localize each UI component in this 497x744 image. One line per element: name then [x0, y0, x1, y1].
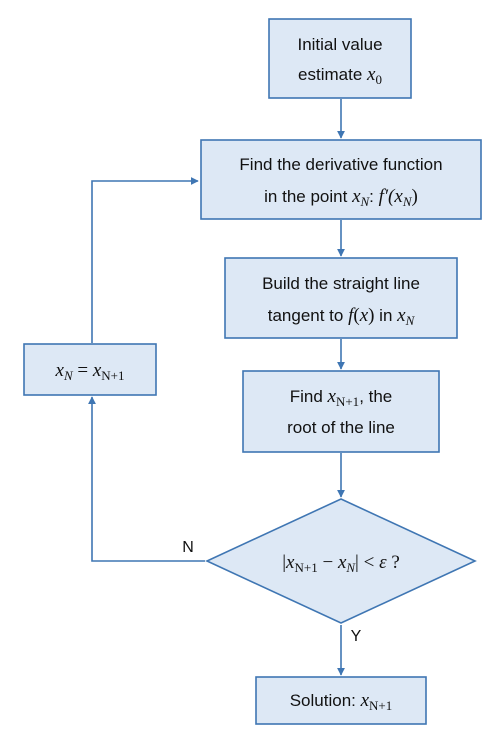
edge-label-no: N: [182, 539, 194, 556]
tangent-line2: tangent to f(x) in xN: [268, 305, 416, 328]
initial-line1: Initial value: [297, 35, 382, 54]
node-derivative: Find the derivative function in the poin…: [200, 139, 482, 220]
solution-text: Solution: xN+1: [290, 690, 393, 713]
node-convergence-check: |xN+1 − xN| < ε ?: [205, 498, 477, 624]
node-initial-estimate: Initial value estimate x0: [268, 18, 412, 99]
node-update: xN = xN+1: [23, 343, 157, 396]
initial-line2: estimate x0: [298, 64, 382, 87]
edge-label-yes: Y: [351, 628, 362, 645]
root-line2: root of the line: [287, 418, 395, 437]
update-expression: xN = xN+1: [55, 360, 125, 383]
derivative-line1: Find the derivative function: [239, 155, 442, 174]
node-solution: Solution: xN+1: [255, 676, 427, 725]
edge-check-to-update: [88, 396, 205, 562]
tangent-line1: Build the straight line: [262, 274, 420, 293]
root-line1: Find xN+1, the: [290, 386, 393, 409]
node-root: Find xN+1, the root of the line: [242, 370, 440, 453]
check-expression: |xN+1 − xN| < ε ?: [282, 552, 400, 575]
edge-update-to-derivative: [91, 177, 199, 343]
derivative-line2: in the point xN: f′(xN): [264, 186, 418, 209]
node-tangent: Build the straight line tangent to f(x) …: [224, 257, 458, 339]
